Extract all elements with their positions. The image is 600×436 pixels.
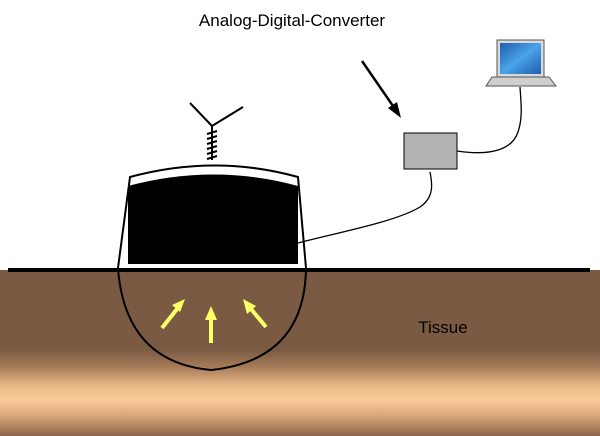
arrow-center <box>205 306 217 343</box>
converter-pointer-arrow <box>360 60 401 118</box>
arrow-right <box>243 299 268 329</box>
laptop-icon <box>485 39 558 87</box>
sensor-body <box>128 174 298 264</box>
antenna-icon <box>189 102 244 160</box>
sensor-cable <box>297 171 433 244</box>
laptop-cable <box>456 86 522 154</box>
converter-box <box>403 132 458 170</box>
tissue-region <box>0 270 600 436</box>
arrow-left <box>160 299 185 330</box>
signal-arrows <box>160 299 268 343</box>
sensor-housing <box>116 164 308 372</box>
tissue-label: Tissue <box>418 318 467 337</box>
converter-label: Analog-Digital-Converter <box>199 11 385 30</box>
